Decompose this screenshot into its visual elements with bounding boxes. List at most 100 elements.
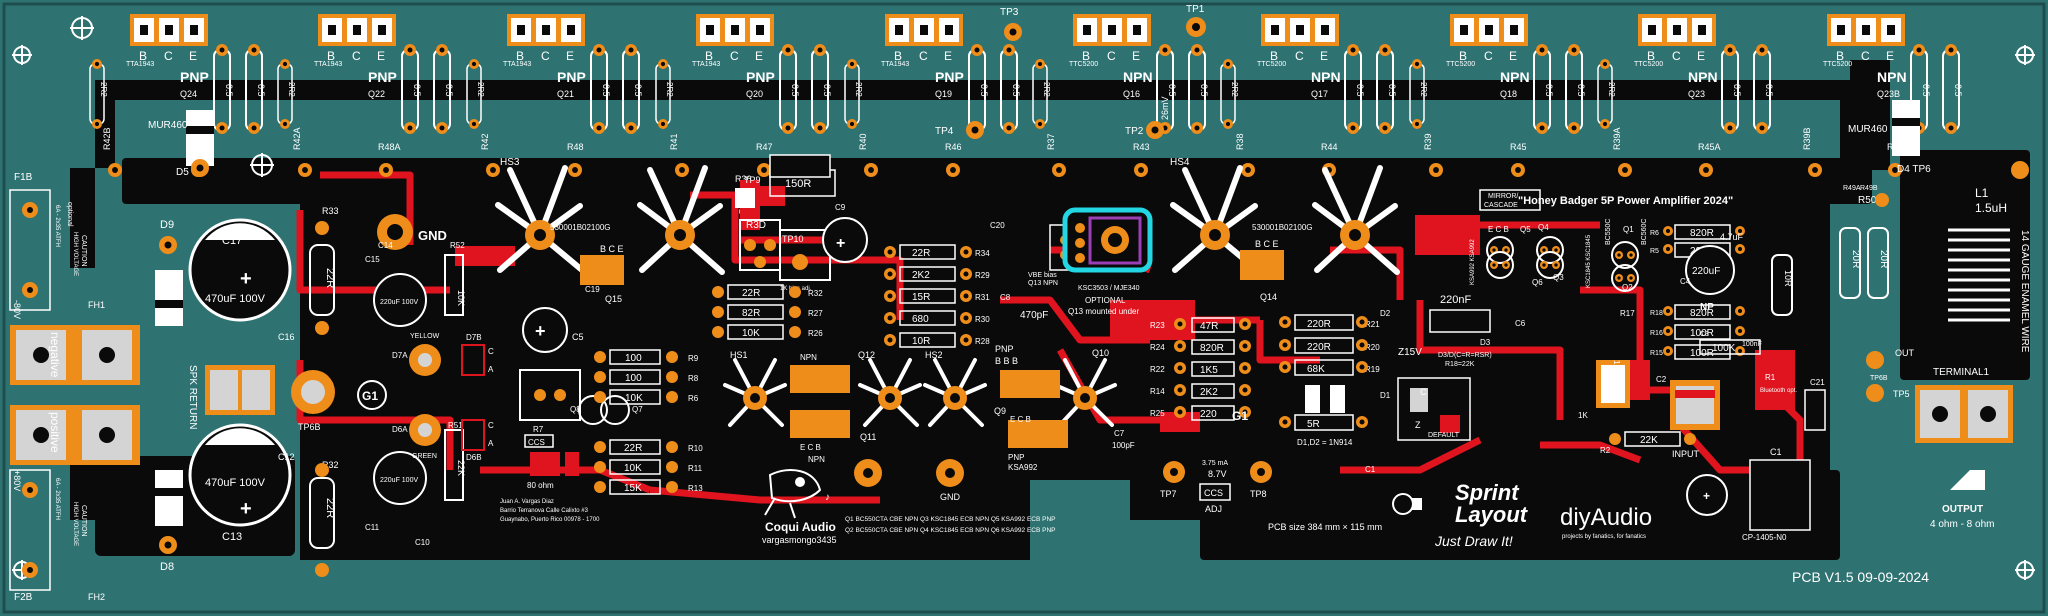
tp4-testpoint[interactable]: TP4 bbox=[935, 121, 984, 139]
pin-e-label: E bbox=[377, 49, 385, 63]
emitter-resistor-a-value: 0.5 bbox=[601, 84, 611, 97]
d7b-label: D7B bbox=[466, 333, 482, 342]
author3: Guaynabo, Puerto Rico 00978 - 1700 bbox=[500, 517, 600, 523]
transistor-ref: Q17 bbox=[1311, 89, 1328, 99]
pin-hole bbox=[165, 25, 173, 35]
pad-hole bbox=[1602, 61, 1608, 67]
l1-label: L1 bbox=[1975, 186, 1989, 200]
pin-b-label: B bbox=[894, 49, 902, 63]
pad-hole bbox=[628, 47, 634, 53]
pin-hole bbox=[706, 25, 714, 35]
tp7-label: TP7 bbox=[1160, 489, 1177, 499]
pad-hole bbox=[1245, 167, 1251, 173]
pad-hole bbox=[817, 47, 823, 53]
diyaudio-logo: diyAudio bbox=[1560, 504, 1652, 531]
millivolt-label: 26mV bbox=[1160, 96, 1170, 120]
transistor-ref: Q22 bbox=[368, 89, 385, 99]
pad-hole bbox=[219, 125, 225, 131]
pin-hole bbox=[1460, 25, 1468, 35]
pin-hole bbox=[1296, 25, 1304, 35]
gnd-top-label: GND bbox=[418, 228, 447, 243]
pad-hole bbox=[1948, 47, 1954, 53]
pin-e-label: E bbox=[1320, 49, 1328, 63]
tp1-testpoint[interactable]: TP1 bbox=[1186, 4, 1206, 37]
layout-word: Layout bbox=[1455, 502, 1529, 527]
transistor-type: PNP bbox=[935, 69, 964, 85]
pad-hole bbox=[1138, 167, 1144, 173]
pad-hole bbox=[1414, 61, 1420, 67]
pad-hole bbox=[660, 121, 666, 127]
terminal-label: TERMINAL1 bbox=[1933, 367, 1990, 378]
pad-hole bbox=[1629, 276, 1633, 280]
tp2-testpoint[interactable]: TP2 bbox=[1125, 121, 1164, 139]
pad-hole bbox=[1162, 47, 1168, 53]
vbe-optional: OPTIONAL bbox=[1085, 296, 1126, 305]
vas-res-label: R31 bbox=[975, 293, 990, 302]
g1-left: G1 bbox=[362, 389, 378, 403]
r49b-value: 20R bbox=[1878, 250, 1889, 268]
c3-label: C3 bbox=[1700, 331, 1709, 338]
pad-hole bbox=[596, 47, 602, 53]
pin-e-label: E bbox=[1509, 49, 1517, 63]
r49a-value: 20R bbox=[1850, 250, 1861, 268]
pad-hole bbox=[1350, 125, 1356, 131]
r33-label: R33 bbox=[322, 206, 339, 216]
mirror-line2: CASCADE bbox=[1484, 202, 1518, 209]
part-number: TTC5200 bbox=[1257, 61, 1286, 68]
c13-value: 470uF 100V bbox=[205, 477, 266, 489]
small-transistor bbox=[1611, 241, 1639, 269]
r49b-label: R49B bbox=[1860, 185, 1878, 192]
v22k2-label: 22K bbox=[1640, 435, 1658, 446]
title-banner: "Honey Badger 5P Power Amplifier 2024" bbox=[1518, 195, 1733, 207]
q4-label: Q4 bbox=[1538, 223, 1549, 232]
pad-hole bbox=[1665, 228, 1671, 234]
base-resistor-value: 2R2 bbox=[1230, 82, 1239, 97]
pin-hole bbox=[1862, 25, 1870, 35]
tp4-label: TP4 bbox=[935, 126, 954, 137]
pad-hole bbox=[112, 167, 118, 173]
base-ref-label: R39A bbox=[1612, 127, 1622, 150]
fb-res-value: 820R bbox=[1200, 343, 1224, 354]
pad-hole bbox=[1539, 47, 1545, 53]
input-resistor-block-top: 100 R9 100 R8 10K R6 bbox=[594, 349, 699, 405]
l1-value: 1.5uH bbox=[1975, 201, 2007, 215]
emitter-resistor-b-value: 0.5 bbox=[1764, 84, 1774, 97]
pad-hole bbox=[849, 121, 855, 127]
ccs-left: CCS bbox=[528, 438, 545, 447]
r49a-label: R49A bbox=[1843, 185, 1861, 192]
emitter-resistor-b-value: 0.5 bbox=[1387, 84, 1397, 97]
c14-label: C14 bbox=[378, 241, 393, 250]
tp3-testpoint[interactable]: TP3 bbox=[1000, 7, 1022, 41]
p150r-label: 150R bbox=[785, 178, 811, 190]
pad-hole bbox=[1504, 248, 1508, 252]
pcb-size: PCB size 384 mm × 115 mm bbox=[1268, 522, 1382, 532]
transistor-ref: Q16 bbox=[1123, 89, 1140, 99]
pin-hole bbox=[140, 25, 148, 35]
r9-label: R9 bbox=[688, 354, 699, 363]
c8-label: C8 bbox=[1000, 293, 1011, 302]
legend-line2: Q2 BC550CTA CBE NPN Q4 KSC1845 ECB NPN Q… bbox=[845, 527, 1056, 534]
pad-hole bbox=[1177, 321, 1183, 327]
c6-label: C6 bbox=[1515, 319, 1526, 328]
pad-hole bbox=[1571, 47, 1577, 53]
fb-resistor bbox=[1191, 317, 1235, 333]
d7b-c: C bbox=[488, 347, 494, 356]
rin-label: R18 bbox=[1650, 310, 1663, 317]
transistor-ref: Q18 bbox=[1500, 89, 1517, 99]
pin-hole bbox=[567, 25, 575, 35]
transistor-type: PNP bbox=[557, 69, 586, 85]
transistor-type: NPN bbox=[1877, 69, 1907, 85]
emitter-resistor-b-value: 0.5 bbox=[633, 84, 643, 97]
c-np-value: 220uF bbox=[1692, 266, 1720, 277]
pad-hole bbox=[963, 293, 969, 299]
q9-label: Q9 bbox=[994, 406, 1006, 416]
pin-c-label: C bbox=[541, 49, 550, 63]
r10-value: 22R bbox=[624, 443, 642, 454]
ltp-r27-label: R27 bbox=[808, 309, 823, 318]
diode-d2 bbox=[1330, 385, 1345, 413]
c19-label: C19 bbox=[585, 285, 600, 294]
